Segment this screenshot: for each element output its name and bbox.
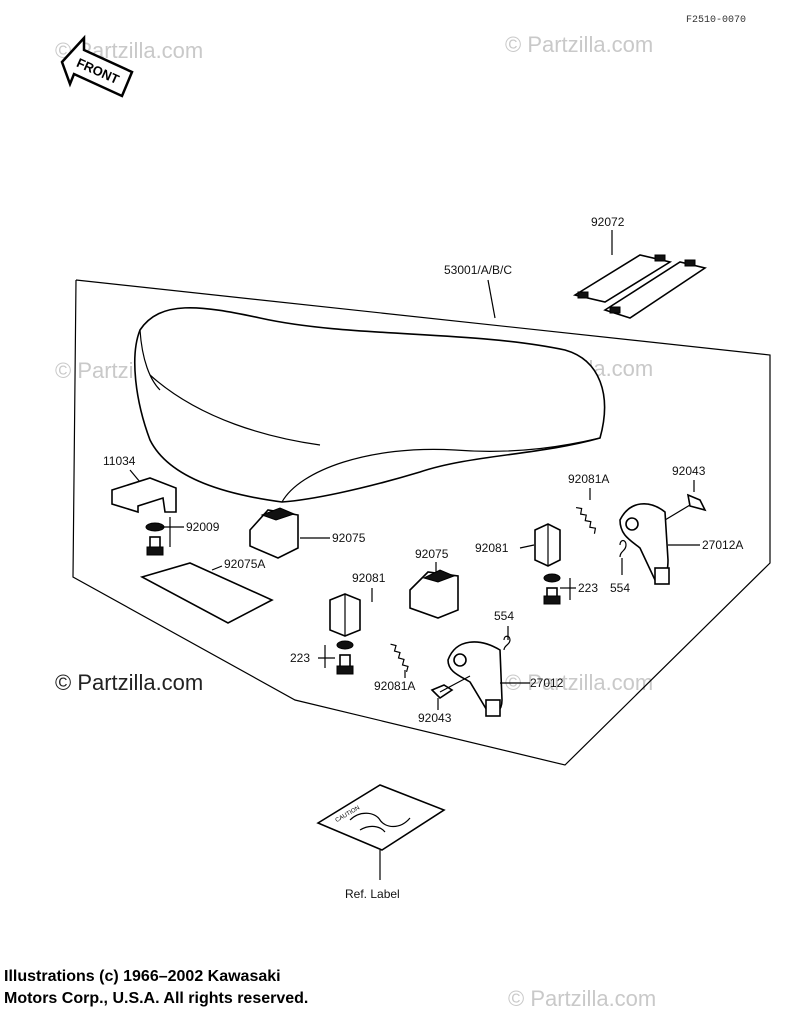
strap-92072 bbox=[572, 230, 707, 319]
pin-92043-bottom bbox=[430, 675, 471, 700]
label-92081A-bottom: 92081A bbox=[374, 679, 415, 693]
label-223-right: 223 bbox=[578, 581, 598, 595]
caution-ref-label: CAUTION bbox=[316, 784, 446, 851]
watermark-top-right: © Partzilla.com bbox=[505, 32, 653, 57]
label-92075-left: 92075 bbox=[332, 531, 366, 545]
spring-92081A-top bbox=[575, 506, 597, 534]
label-92075-mid: 92075 bbox=[415, 547, 449, 561]
bolt-223-right bbox=[543, 573, 561, 605]
bolt-223-left bbox=[336, 640, 354, 675]
copyright-line-1: Illustrations (c) 1966–2002 Kawasaki bbox=[4, 968, 281, 985]
label-92009: 92009 bbox=[186, 520, 220, 534]
bracket-92081-right bbox=[534, 523, 561, 567]
label-92081-right: 92081 bbox=[475, 541, 509, 555]
washer-bolt-92009 bbox=[145, 522, 165, 556]
label-554-right: 554 bbox=[610, 581, 630, 595]
label-27012A: 27012A bbox=[702, 538, 743, 552]
figure-code: F2510-0070 bbox=[686, 15, 746, 26]
label-92072: 92072 bbox=[591, 215, 625, 229]
label-92075A: 92075A bbox=[224, 557, 265, 571]
damper-92075-mid bbox=[409, 569, 459, 619]
pin-92043-top bbox=[664, 493, 707, 521]
label-92043-bottom: 92043 bbox=[418, 711, 452, 725]
kit-outline bbox=[72, 279, 771, 766]
copyright-notice: Illustrations (c) 1966–2002 Kawasaki Mot… bbox=[4, 966, 308, 1010]
plate-27012 bbox=[447, 641, 503, 717]
watermark-bold: © Partzilla.com bbox=[55, 670, 203, 695]
label-92081-mid: 92081 bbox=[352, 571, 386, 585]
label-223-left: 223 bbox=[290, 651, 310, 665]
watermark-footer: © Partzilla.com bbox=[508, 986, 657, 1011]
damper-92075-left bbox=[249, 507, 299, 559]
seat-53001 bbox=[134, 307, 606, 503]
label-27012: 27012 bbox=[530, 676, 564, 690]
plate-27012A bbox=[619, 503, 670, 585]
label-92043-top: 92043 bbox=[672, 464, 706, 478]
bracket-11034 bbox=[111, 477, 177, 514]
clip-554-mid bbox=[503, 635, 511, 651]
label-554-mid: 554 bbox=[494, 609, 514, 623]
copyright-line-2: Motors Corp., U.S.A. All rights reserved… bbox=[4, 990, 309, 1007]
label-53001: 53001/A/B/C bbox=[444, 263, 512, 277]
label-11034: 11034 bbox=[103, 454, 136, 468]
spring-92081A-bottom bbox=[390, 643, 409, 673]
label-ref-label: Ref. Label bbox=[345, 887, 400, 901]
clip-554-right bbox=[619, 539, 627, 558]
label-92081A-top: 92081A bbox=[568, 472, 609, 486]
bracket-92081-mid bbox=[329, 593, 361, 637]
pad-92075A bbox=[139, 562, 274, 624]
